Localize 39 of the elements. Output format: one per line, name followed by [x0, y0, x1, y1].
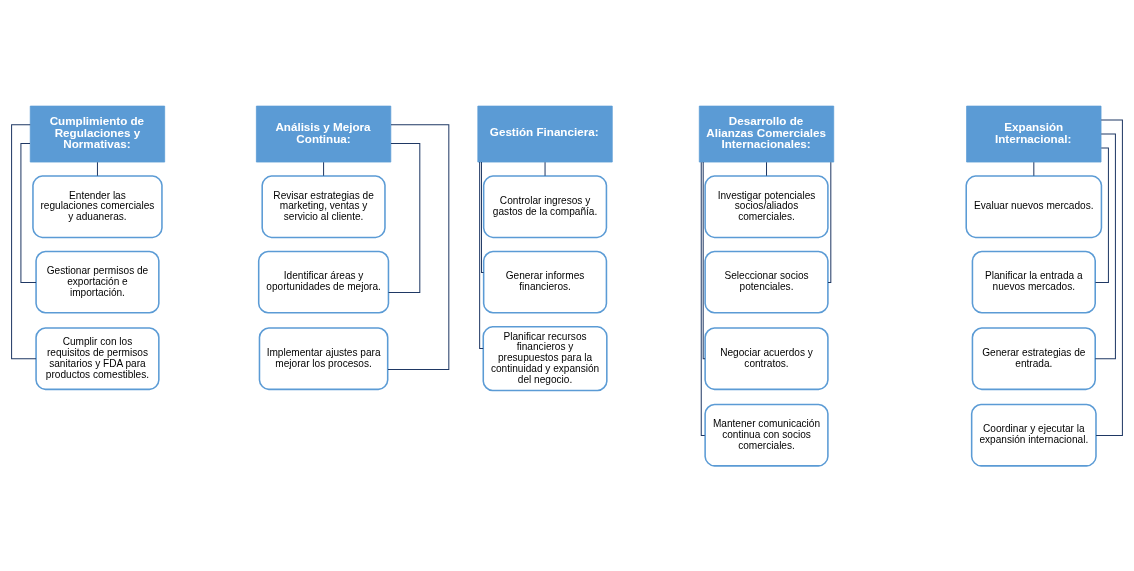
- connector: [1033, 161, 1035, 176]
- connector: [323, 161, 325, 176]
- node-box: Investigar potenciales socios/aliados comerciales.: [704, 174, 829, 238]
- node-box: Seleccionar socios potenciales.: [704, 250, 829, 314]
- node-box: Análisis y Mejora Continua:: [256, 105, 392, 162]
- node-box: Implementar ajustes para mejorar los procesos.: [258, 326, 389, 390]
- node-box: Generar informes financieros.: [482, 250, 608, 314]
- node-box: Mantener comunicación continua con socios comerciales.: [704, 403, 829, 467]
- node-box: Planificar la entrada a nuevos mercados.: [971, 250, 1096, 314]
- node-box: Entender las regulaciones comerciales y aduaneras.: [32, 174, 163, 238]
- node-box: Revisar estrategias de marketing, ventas y servicio al cliente.: [261, 174, 386, 238]
- node-box: Desarrollo de Alianzas Comerciales Internacionales:: [698, 105, 835, 162]
- node-box: Planificar recursos financieros y presupuestos para la continuidad y expansión del negocio.: [482, 325, 608, 391]
- connector: [544, 161, 546, 176]
- connector: [96, 161, 98, 176]
- connector: [479, 161, 484, 349]
- node-box: Identificar áreas y oportunidades de mejora.: [257, 250, 390, 314]
- node-box: Negociar acuerdos y contratos.: [704, 326, 829, 390]
- connector: [1094, 147, 1109, 283]
- node-box: Cumplir con los requisitos de permisos sanitarios y FDA para productos comestibles.: [35, 326, 160, 390]
- node-box: Evaluar nuevos mercados.: [965, 174, 1103, 238]
- node-box: Generar estrategias de entrada.: [971, 326, 1096, 390]
- node-box: Gestión Financiera:: [477, 105, 613, 162]
- connector: [11, 123, 37, 359]
- connector: [387, 123, 450, 370]
- node-box: Gestionar permisos de exportación e importación.: [35, 250, 160, 314]
- connector: [20, 142, 37, 283]
- connector: [827, 161, 832, 283]
- node-box: Controlar ingresos y gastos de la compañía.: [482, 174, 608, 238]
- connector: [1095, 119, 1123, 436]
- connector: [700, 161, 706, 436]
- node-box: Cumplimiento de Regulaciones y Normativas:: [29, 105, 166, 162]
- connector: [480, 161, 485, 273]
- connector: [766, 161, 767, 176]
- connector: [702, 161, 706, 359]
- node-box: Coordinar y ejecutar la expansión internacional.: [970, 403, 1097, 467]
- connector: [388, 142, 421, 293]
- connector: [1094, 133, 1116, 359]
- node-box: Expansión Internacional:: [966, 105, 1102, 162]
